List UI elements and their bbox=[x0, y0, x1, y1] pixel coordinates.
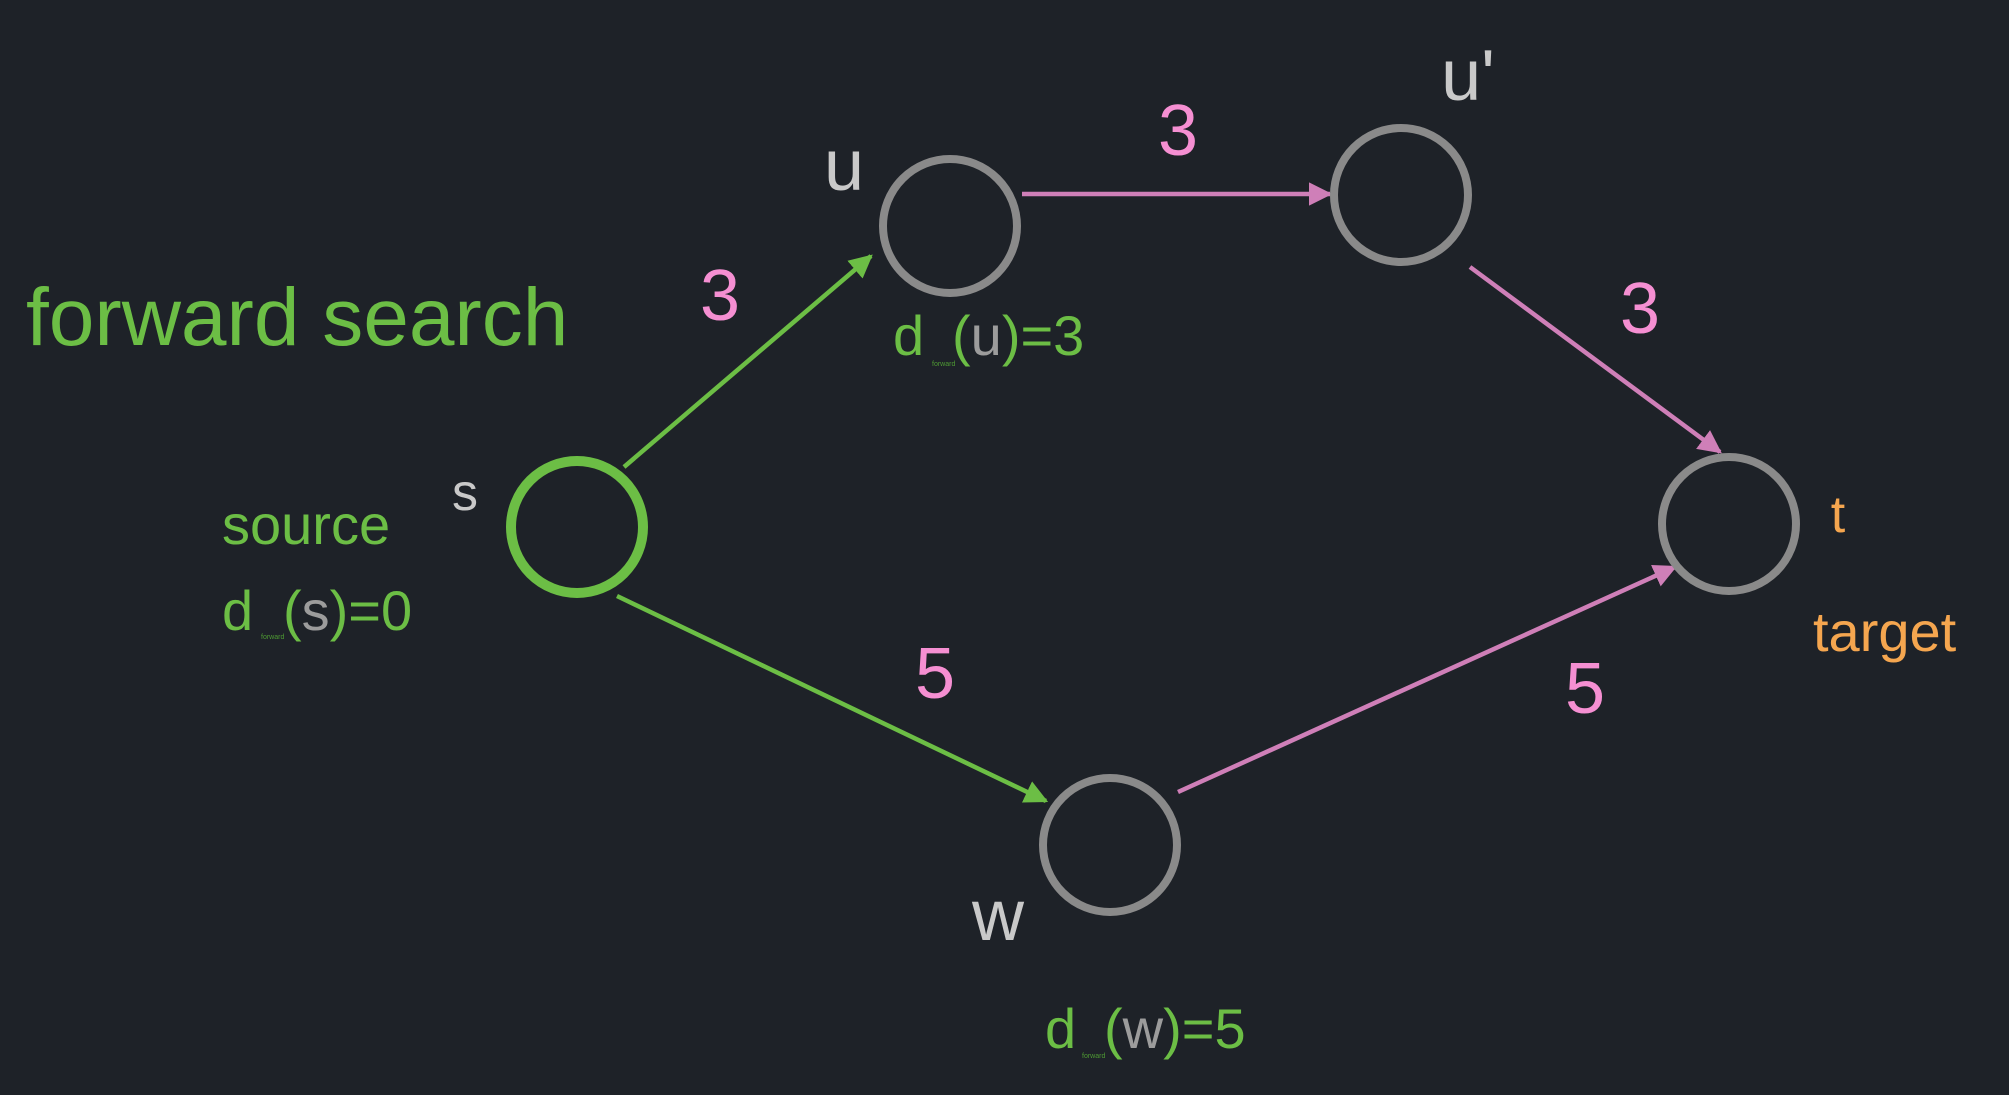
node-s bbox=[506, 456, 648, 598]
diagram-title: forward search bbox=[26, 272, 568, 363]
svg-text:forward: forward bbox=[932, 361, 955, 368]
svg-text:(s)=0: (s)=0 bbox=[283, 579, 412, 642]
node-label-s: s bbox=[452, 464, 478, 522]
node-label-u: u bbox=[824, 126, 864, 206]
node-w bbox=[1039, 774, 1181, 916]
distance-label-w: d forward (w)=5 bbox=[1045, 997, 1246, 1060]
edge-weight-u-uprime: 3 bbox=[1158, 91, 1198, 171]
node-u-prime bbox=[1330, 124, 1472, 266]
svg-text:d: d bbox=[222, 579, 253, 642]
edge-uprime-t bbox=[1468, 265, 1722, 454]
target-label: target bbox=[1813, 600, 1957, 663]
edge-weight-s-u: 3 bbox=[700, 256, 740, 336]
node-label-t: t bbox=[1831, 486, 1846, 544]
svg-text:(u)=3: (u)=3 bbox=[952, 304, 1084, 367]
edge-s-w bbox=[616, 593, 1049, 804]
distance-label-u: d forward (u)=3 bbox=[893, 304, 1084, 368]
source-label: source bbox=[222, 493, 390, 556]
svg-text:d: d bbox=[1045, 997, 1076, 1060]
node-label-u-prime: u' bbox=[1441, 36, 1495, 116]
edge-weight-uprime-t: 3 bbox=[1620, 269, 1660, 349]
svg-text:d: d bbox=[893, 304, 924, 367]
node-label-w: w bbox=[971, 876, 1025, 956]
svg-text:(w)=5: (w)=5 bbox=[1104, 997, 1246, 1060]
edge-weight-w-t: 5 bbox=[1565, 649, 1605, 729]
edge-w-t bbox=[1177, 564, 1678, 795]
node-u bbox=[879, 155, 1021, 297]
svg-text:forward: forward bbox=[261, 634, 284, 641]
distance-label-s: d forward (s)=0 bbox=[222, 579, 412, 642]
svg-text:forward: forward bbox=[1082, 1053, 1105, 1060]
node-t bbox=[1658, 453, 1800, 595]
edge-weight-s-w: 5 bbox=[915, 634, 955, 714]
edge-s-u bbox=[622, 254, 873, 469]
